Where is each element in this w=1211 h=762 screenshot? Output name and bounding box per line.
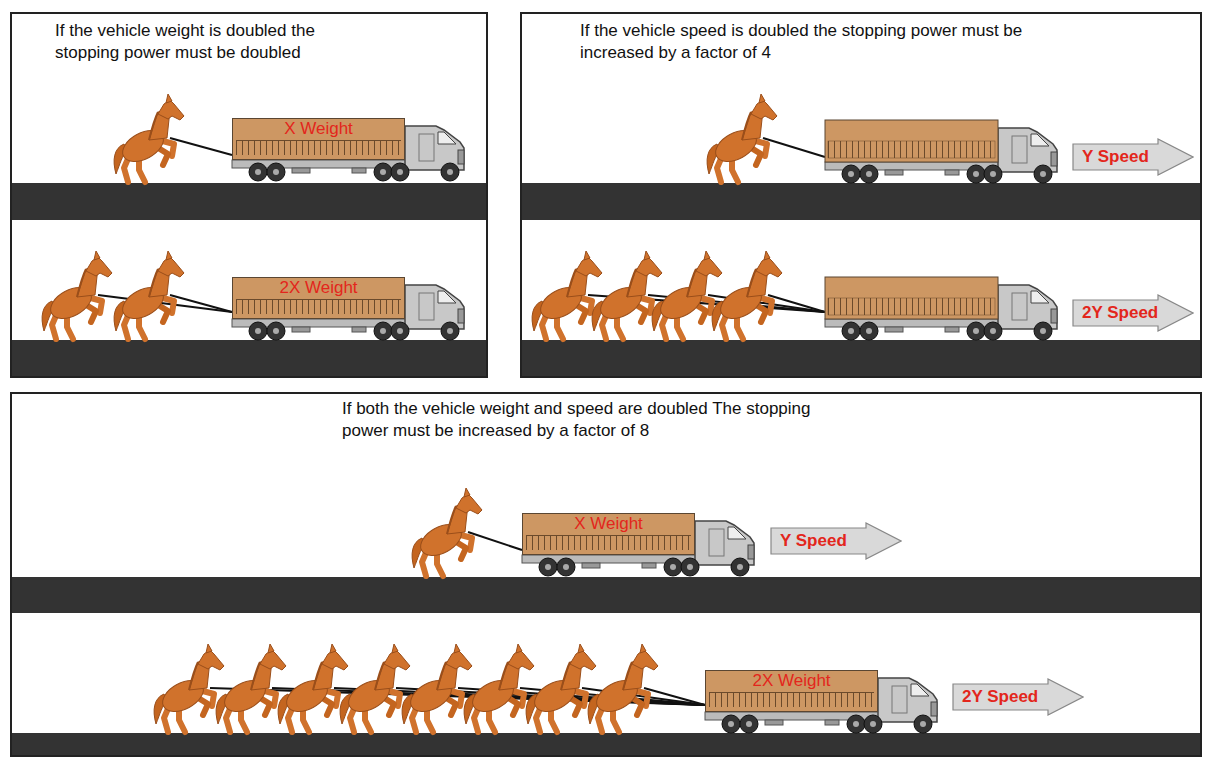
horse: [42, 251, 112, 339]
panel-heading: If both the vehicle weight and speed are…: [342, 398, 842, 442]
rope: [644, 688, 705, 705]
horse: [402, 644, 472, 732]
panel-heading: If the vehicle speed is doubled the stop…: [580, 20, 1080, 64]
horse: [154, 644, 224, 732]
comparison-panel: X Weight Y Speed 2X Weight 2Y Speed If both …: [10, 392, 1202, 757]
speed-arrow: Y Speed: [770, 522, 902, 560]
trailer: [825, 120, 998, 162]
trailer-ribs: [236, 299, 401, 314]
trailer-box: 2X Weight: [232, 277, 405, 319]
horse: [707, 94, 777, 182]
speed-arrow: 2Y Speed: [952, 678, 1084, 716]
arrow-shape: [771, 523, 901, 559]
road: [12, 733, 1200, 755]
road: [522, 183, 1200, 220]
weight-label: 2X Weight: [706, 671, 877, 691]
horse: [652, 251, 722, 339]
horse: [588, 644, 658, 732]
weight-label: X Weight: [523, 514, 694, 534]
horse: [464, 644, 534, 732]
weight-label: 2X Weight: [233, 278, 404, 298]
speed-label: 2Y Speed: [962, 678, 1038, 716]
speed-arrow: 2Y Speed: [1072, 294, 1194, 332]
weight-label: X Weight: [233, 119, 404, 139]
horse: [526, 644, 596, 732]
speed-label: Y Speed: [780, 522, 847, 560]
horse: [412, 488, 482, 576]
rope: [468, 532, 522, 550]
road: [12, 340, 486, 376]
road: [522, 340, 1200, 376]
horse: [340, 644, 410, 732]
horse: [278, 644, 348, 732]
horse: [712, 251, 782, 339]
arrow-shape: [953, 679, 1083, 715]
horse: [114, 94, 184, 182]
arrow-shape: [1073, 139, 1193, 175]
comparison-panel: X Weight 2X Weight If the vehicle weight i…: [10, 12, 488, 378]
horse: [592, 251, 662, 339]
trailer-box: 2X Weight: [705, 670, 878, 712]
trailer-ribs: [236, 140, 401, 155]
road: [12, 183, 486, 220]
rope: [768, 295, 825, 312]
speed-arrow: Y Speed: [1072, 138, 1194, 176]
trailer: [825, 277, 998, 319]
trailer-ribs: [828, 141, 995, 158]
rope: [763, 138, 825, 157]
trailer-box: X Weight: [232, 118, 405, 160]
panel-heading: If the vehicle weight is doubled the sto…: [55, 20, 355, 64]
speed-label: 2Y Speed: [1082, 294, 1158, 332]
arrow-shape: [1073, 295, 1193, 331]
horse: [216, 644, 286, 732]
trailer-ribs: [526, 535, 691, 550]
speed-label: Y Speed: [1082, 138, 1149, 176]
horse: [532, 251, 602, 339]
comparison-panel: Y Speed 2Y Speed If the vehicle speed is d…: [520, 12, 1202, 378]
road: [12, 577, 1200, 613]
rope: [170, 295, 232, 312]
horse: [114, 251, 184, 339]
rope: [170, 138, 232, 155]
trailer-box: X Weight: [522, 513, 695, 555]
trailer-ribs: [828, 298, 995, 315]
trailer-ribs: [709, 692, 874, 707]
